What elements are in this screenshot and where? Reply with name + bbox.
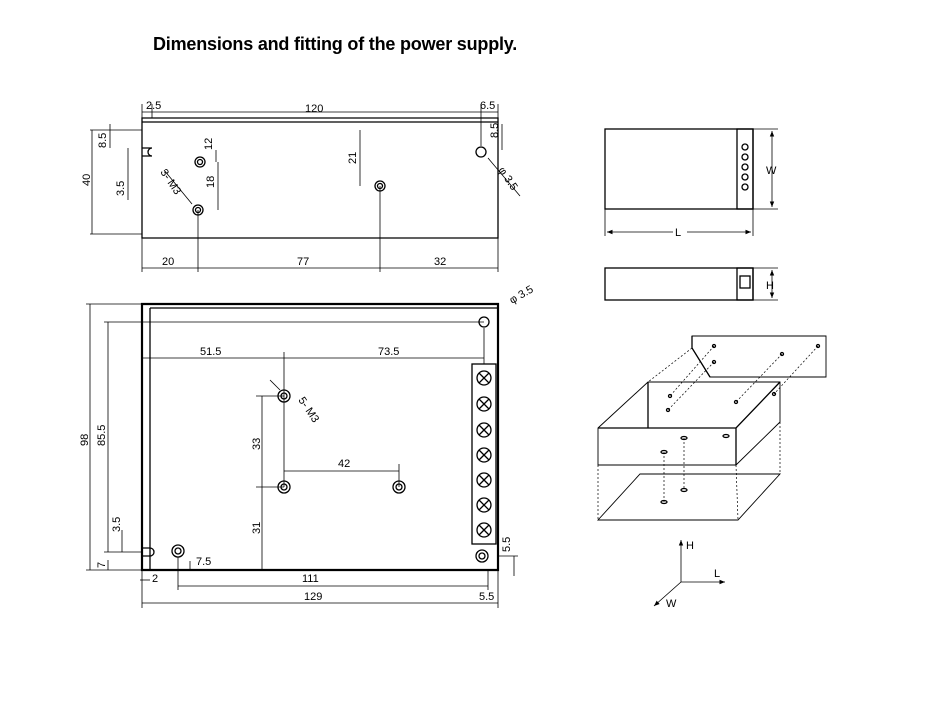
label-h: H xyxy=(766,280,774,292)
dim-73-5: 73.5 xyxy=(378,346,399,358)
terminal-block xyxy=(471,363,497,545)
top-view-outline xyxy=(141,117,499,239)
dim-3-5-slot: 3.5 xyxy=(115,181,127,196)
dim-120: 120 xyxy=(305,103,323,115)
dim-8-5-left: 8.5 xyxy=(97,133,109,148)
axis-h: H xyxy=(686,540,694,552)
dim-7-5: 7.5 xyxy=(196,556,211,568)
dim-51-5: 51.5 xyxy=(200,346,221,358)
dim-32: 32 xyxy=(434,256,446,268)
axis-l: L xyxy=(714,568,720,580)
dim-18: 18 xyxy=(205,176,217,188)
axis-indicator: H L W xyxy=(653,540,725,610)
axis-w: W xyxy=(666,598,677,610)
dim-5-5-bottom: 5.5 xyxy=(479,591,494,603)
terminal-screws xyxy=(476,370,492,538)
dim-8-5-right: 8.5 xyxy=(489,123,501,138)
round-hole xyxy=(475,146,487,158)
exploded-view xyxy=(596,335,827,521)
dim-111: 111 xyxy=(302,573,319,585)
side-view-top: W L xyxy=(604,128,778,239)
page-title: Dimensions and fitting of the power supp… xyxy=(153,34,518,54)
dim-33: 33 xyxy=(251,438,263,450)
dim-31: 31 xyxy=(251,522,263,534)
bottom-view: φ 3.5 51.5 73.5 5- M3 98 85.5 3.5 7 33 3… xyxy=(79,283,536,608)
dim-20: 20 xyxy=(162,256,174,268)
dim-77: 77 xyxy=(297,256,309,268)
dim-2-5: 2.5 xyxy=(146,100,161,112)
dim-2: 2 xyxy=(152,573,158,585)
dim-21: 21 xyxy=(347,152,359,164)
hole-label-3-5-bottom: φ 3.5 xyxy=(508,283,536,306)
bottom-view-outline xyxy=(140,302,500,572)
dim-129: 129 xyxy=(304,591,322,603)
label-l: L xyxy=(675,227,681,239)
screw-label-3-m3: 3- M3 xyxy=(158,167,184,197)
mount-hole-1 xyxy=(194,156,206,168)
dim-5-5-right: 5.5 xyxy=(501,537,513,552)
top-view-left-notch xyxy=(142,147,153,157)
side-view-front: H xyxy=(604,267,778,301)
top-view: 2.5 120 6.5 8.5 40 3.5 12 18 21 3- M3 φ … xyxy=(81,100,521,272)
dim-98: 98 xyxy=(79,434,91,446)
dim-3-5-bottom: 3.5 xyxy=(111,517,123,532)
dim-85-5: 85.5 xyxy=(96,425,108,446)
dim-40: 40 xyxy=(81,174,93,186)
dim-7: 7 xyxy=(96,562,108,568)
dim-12: 12 xyxy=(203,138,215,150)
label-w: W xyxy=(766,165,777,177)
m3-hole-5 xyxy=(475,549,489,563)
hole-label-3-5-top: φ 3.5 xyxy=(496,165,520,193)
dim-42: 42 xyxy=(338,458,350,470)
dim-6-5: 6.5 xyxy=(480,100,495,112)
screw-label-5-m3: 5- M3 xyxy=(296,395,322,425)
m3-hole-4 xyxy=(171,544,185,558)
